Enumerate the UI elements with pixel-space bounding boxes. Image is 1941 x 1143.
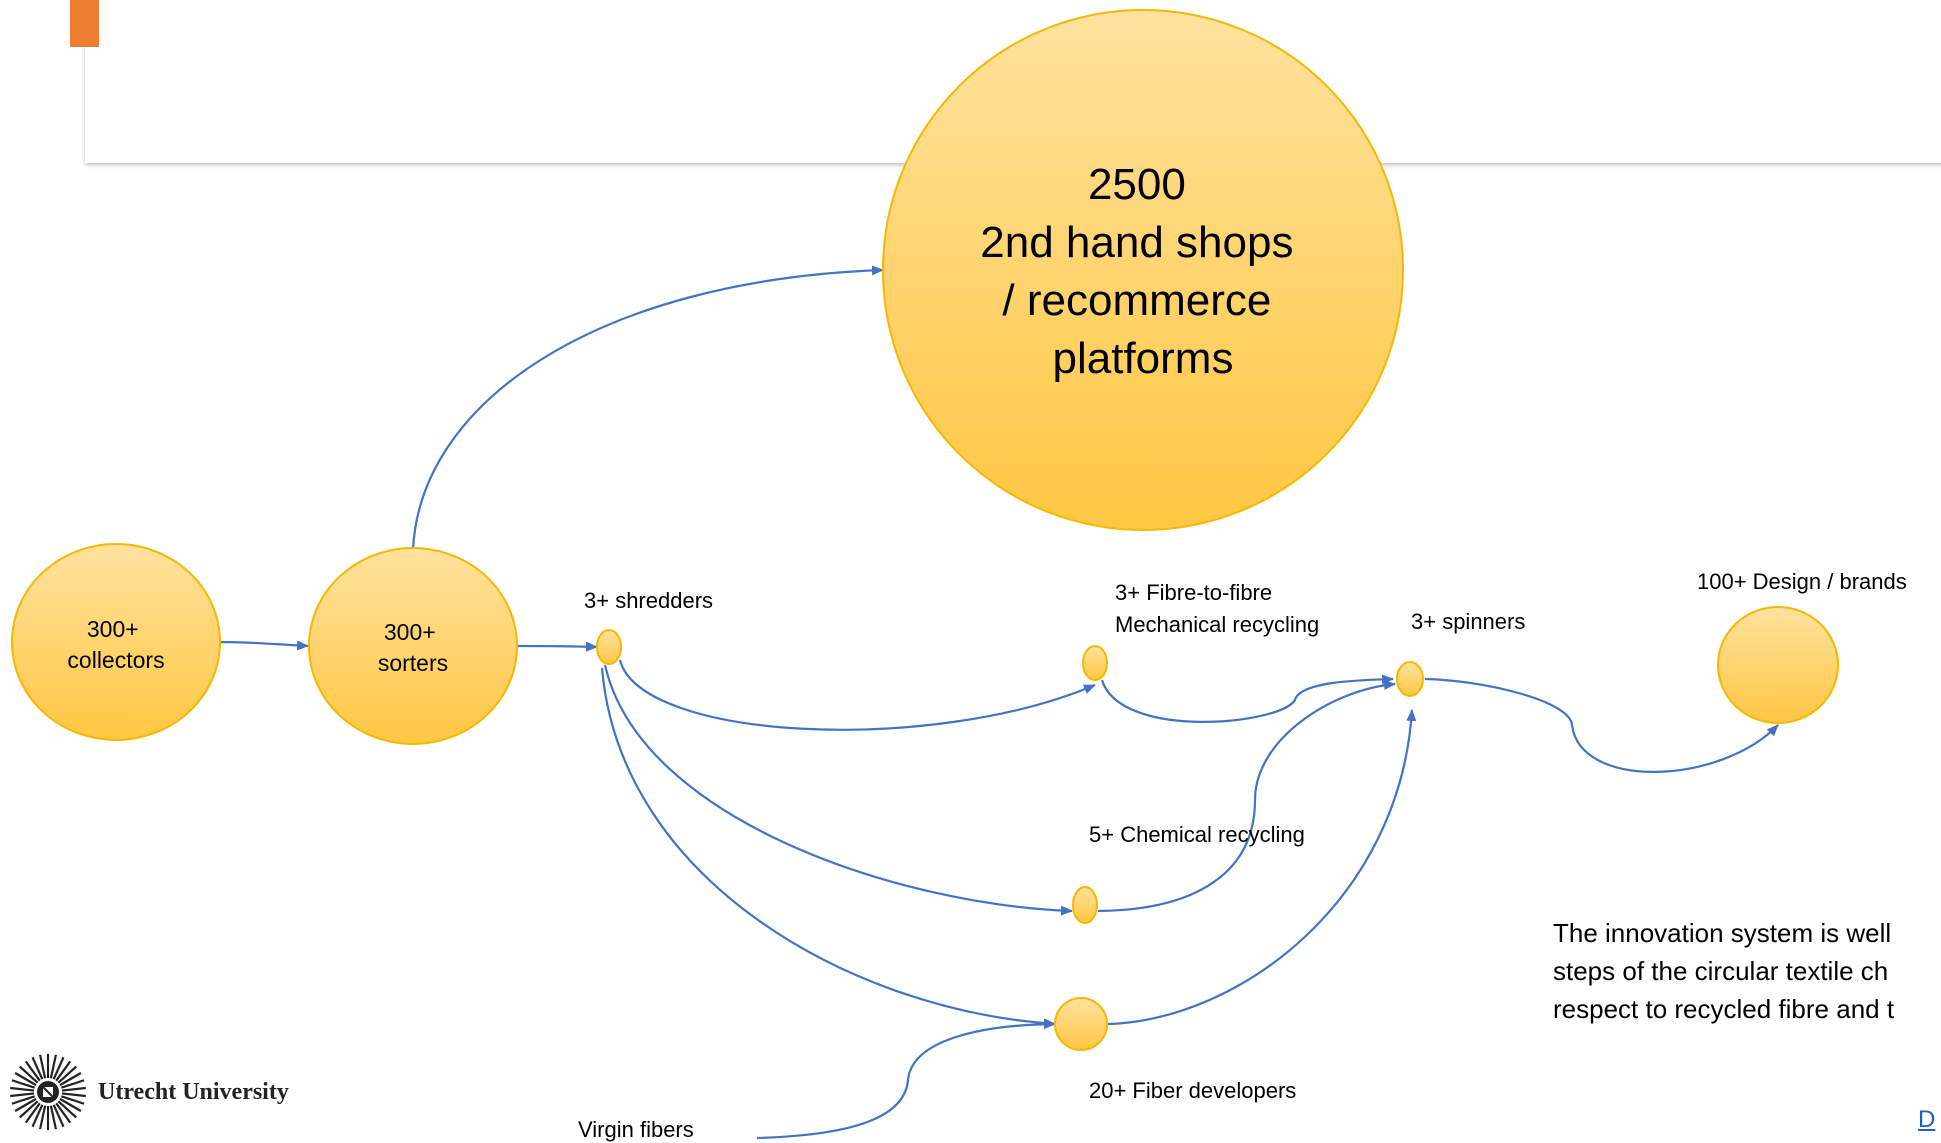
label-spinners: 3+ spinners bbox=[1411, 609, 1526, 634]
edge-sorters-to-shredders bbox=[517, 641, 598, 652]
utrecht-university-logo: Utrecht University bbox=[8, 1052, 289, 1132]
node-fiberdevs-circle bbox=[1054, 997, 1108, 1051]
label-fiber-developers: 20+ Fiber developers bbox=[1089, 1078, 1297, 1103]
node-mechanical-dot bbox=[1082, 645, 1108, 681]
label-mechanical-line-2: Mechanical recycling bbox=[1115, 612, 1320, 637]
accent-block bbox=[70, 0, 99, 47]
edge-fiberdevs-to-spinners bbox=[1107, 709, 1417, 1026]
node-brands-circle bbox=[1717, 606, 1839, 724]
secondhand-line-1: 2500 bbox=[1088, 160, 1186, 209]
innovation-note: The innovation system is well steps of t… bbox=[1553, 914, 1894, 1028]
node-secondhand-circle bbox=[882, 9, 1404, 531]
utrecht-university-sun-emblem-icon bbox=[10, 1054, 86, 1130]
node-collectors-circle bbox=[11, 543, 221, 741]
note-line-2: steps of the circular textile ch bbox=[1553, 956, 1889, 986]
collectors-text: 300+ collectors bbox=[67, 616, 164, 673]
secondhand-line-2: 2nd hand shops bbox=[980, 218, 1293, 267]
sorters-text: 300+ sorters bbox=[378, 619, 448, 676]
sorters-line-2: sorters bbox=[378, 650, 448, 676]
edge-shredders-to-fiberdevs bbox=[600, 667, 1056, 1029]
secondhand-line-4: platforms bbox=[1053, 334, 1234, 383]
label-chemical: 5+ Chemical recycling bbox=[1089, 822, 1305, 847]
note-line-3: respect to recycled fibre and t bbox=[1553, 994, 1895, 1024]
node-sorters-circle bbox=[308, 547, 518, 745]
edge-virgin-to-fiberdevs bbox=[756, 1019, 1056, 1140]
edge-collectors-to-sorters bbox=[219, 640, 309, 651]
node-chemical-dot bbox=[1072, 886, 1098, 924]
edge-chemical-to-spinners bbox=[1097, 680, 1396, 913]
node-spinners-dot bbox=[1396, 661, 1424, 697]
sorters-line-1: 300+ bbox=[384, 619, 436, 645]
node-shredders-dot bbox=[596, 629, 622, 665]
collectors-line-2: collectors bbox=[67, 647, 164, 673]
edge-shredders-to-chemical bbox=[603, 664, 1073, 916]
edge-spinners-to-brands bbox=[1424, 677, 1779, 773]
edge-mechanical-to-spinners bbox=[1100, 674, 1394, 723]
logo-wordmark: Utrecht University bbox=[98, 1078, 289, 1105]
secondhand-text: 2500 2nd hand shops / recommerce platfor… bbox=[980, 160, 1305, 383]
collectors-line-1: 300+ bbox=[87, 616, 139, 642]
label-virgin-fibers: Virgin fibers bbox=[578, 1117, 694, 1142]
secondhand-line-3: / recommerce bbox=[1002, 276, 1271, 325]
label-brands: 100+ Design / brands bbox=[1697, 569, 1907, 594]
label-mechanical-line-1: 3+ Fibre-to-fibre bbox=[1115, 580, 1273, 605]
footer-link[interactable]: D bbox=[1918, 1106, 1936, 1133]
note-line-1: The innovation system is well bbox=[1553, 918, 1892, 948]
edge-shredders-to-mechanical bbox=[618, 659, 1096, 731]
label-shredders: 3+ shredders bbox=[584, 588, 714, 613]
edge-sorters-to-secondhand bbox=[411, 265, 884, 551]
